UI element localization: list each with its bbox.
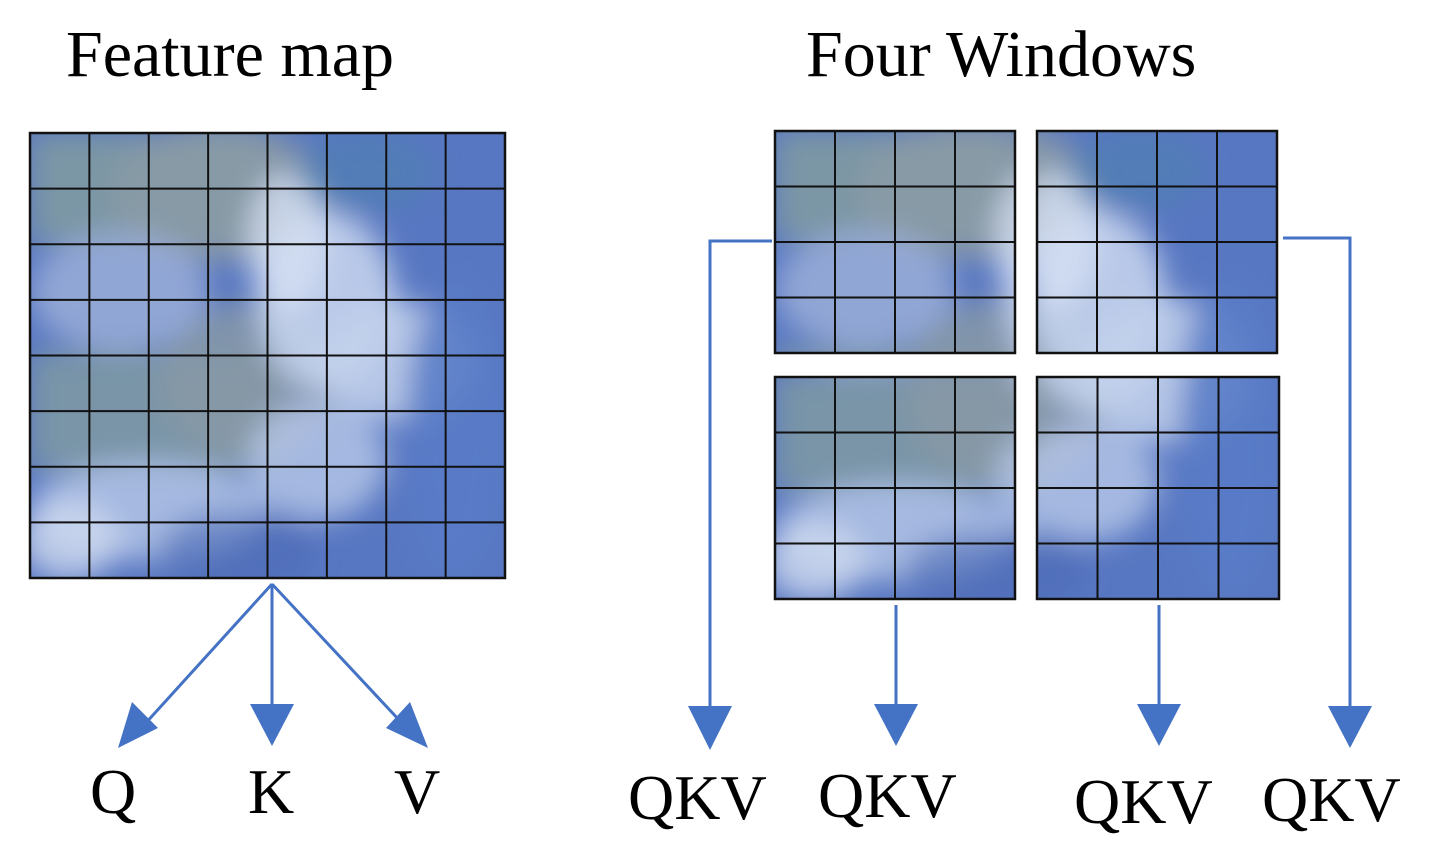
arrowhead-window-2 (874, 704, 918, 746)
arrow-to-v (270, 582, 416, 738)
arrowhead-q (118, 702, 158, 748)
arrowhead-v (386, 702, 428, 748)
arrowhead-window-3 (1137, 704, 1181, 746)
qkv-label-1: QKV (628, 762, 767, 833)
qkv-label-3: QKV (1074, 766, 1213, 837)
feature-map-title: Feature map (66, 18, 395, 91)
arrow-to-q (132, 582, 274, 738)
connector-top-right (1283, 236, 1352, 708)
window-bottom-right (1035, 375, 1281, 601)
feature-map-grid (28, 131, 507, 580)
four-windows-title: Four Windows (806, 18, 1197, 91)
v-label: V (394, 756, 441, 827)
window-top-left (773, 129, 1017, 355)
arrowhead-k (250, 704, 294, 746)
qkv-label-2: QKV (818, 760, 957, 831)
window-connectors (708, 236, 1352, 708)
q-label: Q (90, 756, 137, 827)
window-arrowheads (688, 704, 1372, 750)
window-bottom-left (773, 375, 1017, 601)
arrowhead-window-1 (688, 706, 732, 750)
arrowhead-window-4 (1328, 706, 1372, 748)
k-label: K (248, 756, 295, 827)
window-top-right (1035, 129, 1279, 355)
connector-top-left (708, 239, 772, 708)
split-arrowheads (118, 702, 428, 748)
qkv-label-4: QKV (1262, 764, 1401, 835)
